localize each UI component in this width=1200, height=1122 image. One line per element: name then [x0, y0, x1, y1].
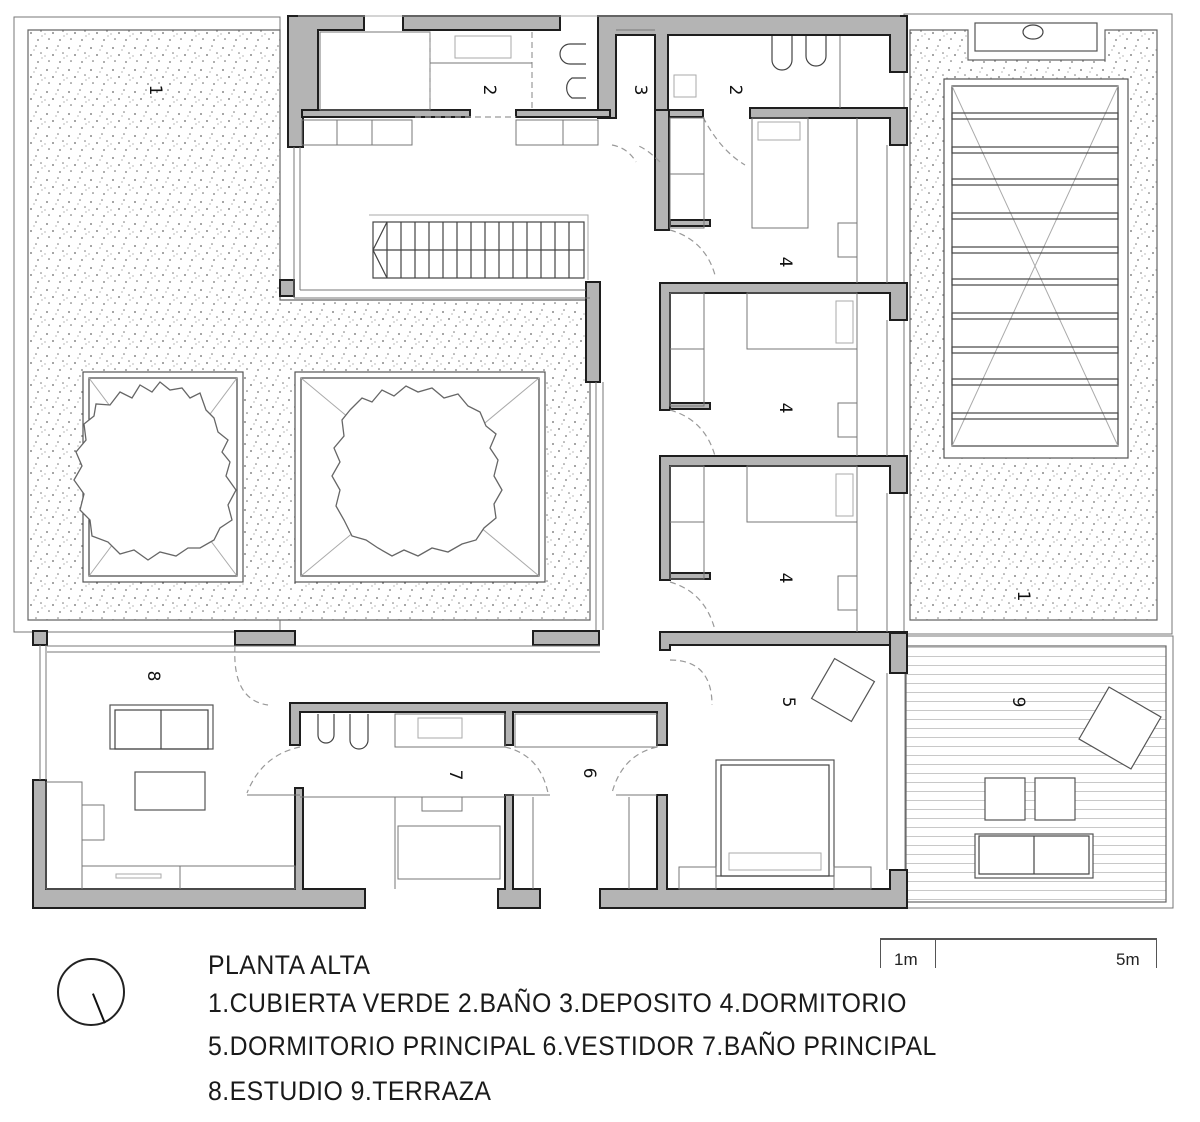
legend-title: PLANTA ALTA: [208, 950, 371, 980]
green-roof-left: [13, 16, 591, 633]
study-furniture: [45, 645, 296, 890]
room-label-4c: 4: [775, 573, 795, 584]
scale-tick-0: [880, 940, 881, 968]
green-roof-right: [903, 13, 1173, 635]
bedroom-furniture: [669, 117, 858, 632]
scale-bar: 1m 5m: [880, 938, 1157, 969]
room-label-4b: 4: [775, 403, 795, 414]
north-needle: [92, 993, 106, 1024]
room-label-1b: 1: [1013, 591, 1033, 602]
partition-lines: [39, 15, 900, 870]
room-label-7: 7: [445, 770, 465, 781]
room-labels: 1 2 3 2 4 4 4 1 5 9 8 7 6: [143, 85, 1033, 781]
legend-line-3: 8.ESTUDIO 9.TERRAZA: [208, 1076, 492, 1106]
staircase: [369, 214, 589, 280]
walls: [32, 15, 908, 909]
floor-plan: 1 2 3 2 4 4 4 1 5 9 8 7 6: [13, 13, 1174, 909]
scale-label-1m: 1m: [894, 950, 918, 969]
room-label-3: 3: [630, 85, 650, 96]
room-label-2a: 2: [479, 85, 499, 96]
room-label-8: 8: [143, 671, 163, 682]
bathroom-top-right: [611, 36, 841, 166]
master-bedroom-furniture: [669, 657, 876, 890]
scale-tick-5m: [1156, 940, 1157, 968]
north-arrow-icon: [57, 958, 125, 1026]
scale-label-5m: 5m: [1116, 950, 1140, 969]
legend-line-2: 5.DORMITORIO PRINCIPAL 6.VESTIDOR 7.BAÑO…: [208, 1031, 937, 1061]
terrace: [904, 635, 1174, 909]
room-label-1a: 1: [145, 85, 165, 96]
scale-tick-1m: [935, 940, 936, 968]
legend-line-1: 1.CUBIERTA VERDE 2.BAÑO 3.DEPOSITO 4.DOR…: [208, 988, 907, 1018]
room-label-2b: 2: [725, 85, 745, 96]
room-label-5: 5: [778, 697, 798, 708]
bathroom-top-left: [301, 31, 599, 146]
room-label-9: 9: [1008, 697, 1028, 708]
master-bath-furniture: [246, 713, 658, 889]
room-label-6: 6: [579, 768, 599, 779]
room-label-4a: 4: [775, 257, 795, 268]
